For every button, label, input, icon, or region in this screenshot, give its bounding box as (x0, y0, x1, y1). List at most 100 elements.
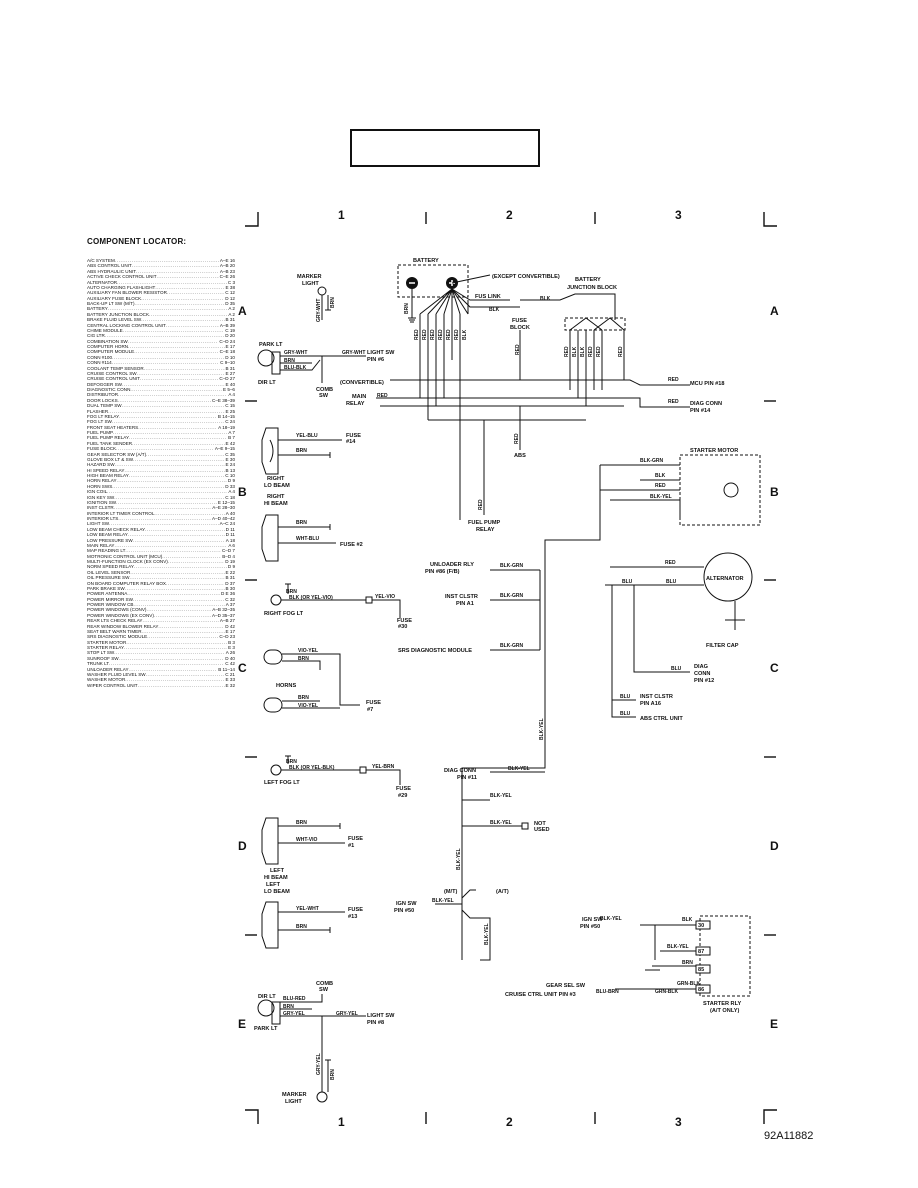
locator-item-ref: D 40 (225, 655, 235, 661)
wire-label: BLU-RED (283, 996, 306, 1002)
locator-item-name: FRONT SEAT HEATERS (87, 424, 139, 430)
locator-item-name: AUTO CHARGING FLASHLIGHT (87, 284, 156, 290)
fuel-pump-relay-label: FUEL PUMP (468, 520, 500, 526)
fuse-block-label: FUSE (512, 318, 527, 324)
wire-label: BLK (OR YEL-VIO) (289, 595, 333, 601)
locator-item-name: OIL PRESSURE SW (87, 575, 130, 581)
locator-item-ref: A–D 40–42 (212, 516, 235, 521)
wire-label: BLU (620, 711, 631, 717)
locator-item-name: MAP READING LT (87, 548, 126, 554)
row-letter: C (238, 661, 247, 675)
locator-item-ref: C–E 26 (219, 274, 235, 280)
locator-item-ref: A 2 (228, 306, 235, 312)
fuse29-label: FUSE (396, 786, 411, 792)
diag-conn11-label: DIAG CONN (444, 768, 476, 774)
wire-label: RED (665, 560, 676, 566)
locator-item-ref: C–E 18 (219, 349, 235, 355)
locator-item: CHIME MODULEC 19 (87, 328, 235, 333)
wire-label: RED (564, 346, 570, 357)
locator-item-ref: C–D 7 (221, 548, 235, 554)
locator-item-name: POWER WINDOW CB (87, 602, 134, 607)
diag-conn12-label: PIN #12 (694, 678, 714, 684)
locator-item-name: INTERIOR LTS (87, 516, 119, 521)
fuse30-label: #30 (398, 624, 407, 630)
locator-item-name: FUEL PUMP (87, 430, 114, 435)
left-lo-beam-label: LO BEAM (264, 889, 290, 895)
wire-label: BLK-YEL (539, 718, 545, 740)
locator-item-name: COMPUTER MODULE (87, 349, 135, 355)
locator-item-ref: A–B 27 (219, 618, 235, 624)
wire-label: VIO-YEL (298, 703, 318, 709)
locator-item: SEAT BELT WARN TIMERE 17 (87, 629, 235, 634)
wire-label: BLU-BRN (596, 989, 619, 995)
locator-item: DUAL TEMP SWC 15 (87, 403, 235, 408)
row-letter: A (238, 304, 247, 318)
locator-item: A/C SYSTEMA–E 16 (87, 258, 235, 263)
mt-label: (M/T) (444, 889, 457, 895)
locator-item-ref: D 9 (227, 478, 235, 484)
not-used-label: NOT (534, 821, 546, 827)
locator-item-ref: D 20 (225, 333, 235, 339)
column-number: 1 (338, 1115, 345, 1129)
locator-item: LIGHT SWA–C 24 (87, 521, 235, 526)
wire-label: RED (446, 329, 452, 340)
locator-item-name: MULTI-FUNCTION CLOCK (EX CONV) (87, 559, 168, 564)
main-relay-label: MAIN (352, 394, 366, 400)
locator-item-ref: B 31 (225, 317, 235, 323)
locator-item-name: LIGHT SW (87, 521, 110, 527)
locator-item-name: INTERIOR LT TIMER CONTROL (87, 510, 155, 516)
locator-item-name: INST CLSTR (87, 505, 114, 511)
abs-ctrl-unit-label: ABS CTRL UNIT (640, 716, 683, 722)
wire-label: BLK-GRN (640, 458, 663, 464)
locator-item-ref: C 42 (225, 661, 235, 667)
wire-label: RED (514, 433, 520, 444)
starter-relay-box (699, 915, 751, 997)
locator-item-name: DUAL TEMP SW (87, 403, 122, 409)
locator-item: IGN COILA 4 (87, 489, 235, 494)
locator-item: FRONT SEAT HEATERSA 18–19 (87, 425, 235, 430)
wire-label: BLK (489, 307, 500, 313)
locator-item: COMBINATION SWC–D 24 (87, 339, 235, 344)
locator-item: FUEL TANK SENDERE 42 (87, 441, 235, 446)
locator-item-ref: A 18 (225, 537, 235, 543)
locator-item-name: CENTRAL LOCKING CONTROL UNIT (87, 322, 166, 328)
locator-item-ref: D 33 (225, 483, 235, 489)
wire-label: BRN (404, 303, 410, 314)
fuse13-label: #13 (348, 914, 357, 920)
wire-label: GRY-WHT (316, 299, 322, 322)
locator-item-ref: E 40 (225, 381, 235, 387)
ign-sw-pin50-label: IGN SW (396, 901, 417, 907)
fuse14-label: #14 (346, 439, 356, 445)
left-lo-beam-lamp (261, 901, 279, 949)
locator-item-name: COMPUTER HORN (87, 344, 129, 349)
comb-sw-label: SW (319, 987, 329, 993)
locator-item: COMPUTER MODULE C–E 18 (87, 349, 235, 354)
dir-lt-label: DIR LT (258, 994, 276, 1000)
locator-item-ref: C 12 (225, 290, 235, 296)
locator-item-name: HORN SWS (87, 483, 113, 489)
locator-item-ref: B 11–14 (218, 666, 235, 672)
locator-item-ref: A 2 (228, 311, 235, 317)
wire-label: GRY-WHT (342, 350, 365, 356)
marker-light-label: LIGHT (285, 1099, 302, 1105)
locator-item: LOW BEAM CHECK RELAYD 11 (87, 527, 235, 532)
light-sw-pin8-label: PIN #8 (367, 1020, 384, 1026)
locator-item-name: STARTER RELAY (87, 645, 125, 650)
mcu-label: MCU PIN #18 (690, 381, 725, 387)
locator-item-name: DIAGNOSTIC CONN (87, 387, 131, 392)
right-fog-light-bulb (270, 594, 282, 606)
locator-item-name: STOP LT SW (87, 650, 115, 656)
locator-item-ref: A–B 23 (219, 268, 235, 274)
wire-label: BLK-YEL (600, 916, 622, 922)
locator-item-name: IGN KEY SW (87, 494, 115, 500)
wire-label: BLK-YEL (490, 793, 512, 799)
fuse7-label: FUSE (366, 700, 381, 706)
wire-label: BLK-YEL (456, 848, 462, 870)
locator-item-name: WIPER CONTROL UNIT (87, 682, 138, 688)
locator-item: POWER ANTENNAD E 36 (87, 591, 235, 596)
locator-item: INST CLSTRA–E 28–30 (87, 505, 235, 510)
locator-item-ref: C–D 24 (219, 338, 235, 344)
column-number: 3 (675, 208, 682, 222)
wire-label: YEL-BLU (296, 433, 318, 439)
